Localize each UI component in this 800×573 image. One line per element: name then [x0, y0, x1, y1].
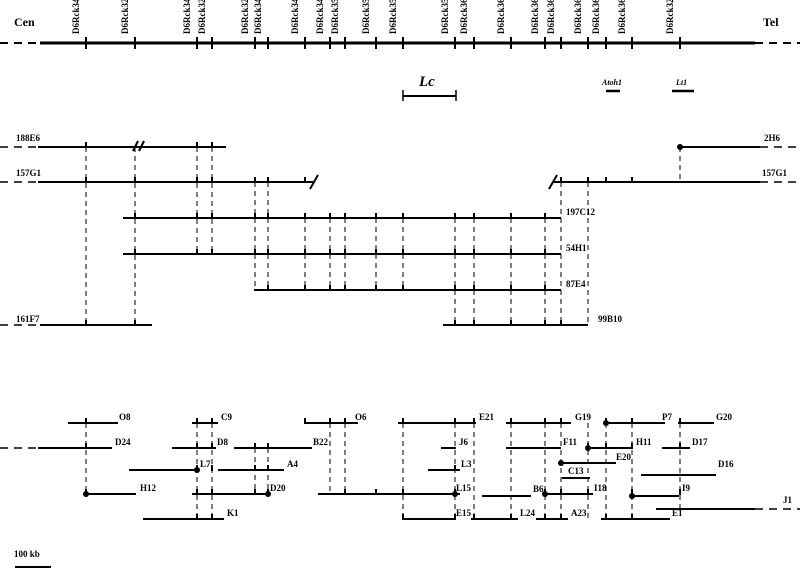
scale-bar-label: 100 kb: [14, 549, 40, 559]
fragment-label: P7: [662, 412, 672, 422]
marker-label: D6Rck362: [459, 0, 469, 34]
marker-label: D6Rck343: [182, 0, 192, 34]
marker-label: D6Rck349: [315, 0, 325, 34]
clone-label: 157G1: [16, 168, 42, 178]
fragment-label: H11: [636, 437, 652, 447]
fragment-label: A4: [287, 459, 298, 469]
clone-label: 54H1: [566, 243, 587, 253]
telomere-label: Tel: [763, 15, 779, 29]
fragment-label: K1: [227, 508, 239, 518]
atoh1-label: Atoh1: [601, 78, 622, 87]
fragment-label: E15: [456, 508, 472, 518]
marker-label: D6Rck351: [361, 0, 371, 34]
marker-label: D6Rck342: [71, 0, 81, 34]
fragment-label: B6: [533, 484, 544, 494]
fragment-dots: [83, 144, 683, 499]
end-dot: [677, 144, 683, 150]
fragment-label: E21: [479, 412, 495, 422]
clone-label: 197C12: [566, 207, 595, 217]
end-dot: [629, 493, 635, 499]
marker-label: D6Rck365: [530, 0, 540, 34]
clone-label: 2H6: [764, 133, 781, 143]
fragment-label: D8: [217, 437, 228, 447]
fragment-label: D20: [270, 483, 286, 493]
lc-region-label: Lc: [418, 74, 435, 90]
fragment-label: J1: [783, 495, 793, 505]
fragment-label: I9: [682, 483, 691, 493]
clone-label: 157G1: [762, 168, 788, 178]
end-dot: [542, 491, 548, 497]
centromere-label: Cen: [14, 15, 35, 29]
fragment-label: J6: [459, 437, 469, 447]
marker-label: D6Rck367: [573, 0, 583, 34]
fragment-label: E1: [672, 508, 683, 518]
clone-label: 161F7: [16, 314, 40, 324]
marker-label: D6Rck364: [496, 0, 506, 34]
lt1-label: Lt1: [675, 78, 687, 87]
marker-label: D6Rck324: [120, 0, 130, 34]
fragment-label: O6: [355, 412, 367, 422]
marker-label: D6Rck369: [617, 0, 627, 34]
end-dot: [558, 460, 564, 466]
fragment-label: L15: [456, 483, 472, 493]
fragment-label: A23: [571, 508, 587, 518]
end-dot: [265, 491, 271, 497]
marker-label: D6Rck344: [253, 0, 263, 34]
marker-label: D6Rck366: [546, 0, 556, 34]
marker-label: D6Rck368: [591, 0, 601, 34]
marker-label: D6Rck357: [440, 0, 450, 34]
clone-label: 99B10: [598, 314, 623, 324]
end-dot: [194, 467, 200, 473]
end-dot: [585, 445, 591, 451]
fragment-label: G19: [575, 412, 592, 422]
marker-labels: D6Rck342 D6Rck324 D6Rck343 D6Rck325 D6Rck327…: [71, 0, 675, 34]
fragment-label: B22: [313, 437, 329, 447]
fragment-label: L24: [520, 508, 536, 518]
marker-label: D6Rck350: [330, 0, 340, 34]
fragment-label: D24: [115, 437, 131, 447]
fragment-label: C9: [221, 412, 232, 422]
marker-label: D6Rck325: [197, 0, 207, 34]
fragment-label: L3: [461, 459, 472, 469]
clone-label: 188E6: [16, 133, 41, 143]
fragment-label: E20: [616, 452, 632, 462]
fragment-label: C13: [568, 466, 584, 476]
marker-ticks: [85, 37, 681, 49]
end-dot: [603, 420, 609, 426]
marker-label: D6Rck353: [388, 0, 398, 34]
marker-label: D6Rck327: [240, 0, 250, 34]
fragment-label: H12: [140, 483, 157, 493]
fragment-label: I18: [594, 483, 607, 493]
fragment-label: G20: [716, 412, 733, 422]
clone-label: 87E4: [566, 279, 586, 289]
end-dot: [452, 491, 458, 497]
end-dot: [83, 491, 89, 497]
fragment-labels: O8 C9 O6 E21 G19 P7 G20 D24 D8 B22 J6 F1…: [115, 412, 793, 518]
fragment-label: D16: [718, 459, 734, 469]
marker-label: D6Rck345: [290, 0, 300, 34]
marker-label: D6Rck329: [665, 0, 675, 34]
fragment-label: D17: [692, 437, 708, 447]
fragment-label: L7: [200, 459, 211, 469]
fragment-label: O8: [119, 412, 131, 422]
fragment-label: F11: [563, 437, 578, 447]
break-marks: [132, 140, 558, 190]
